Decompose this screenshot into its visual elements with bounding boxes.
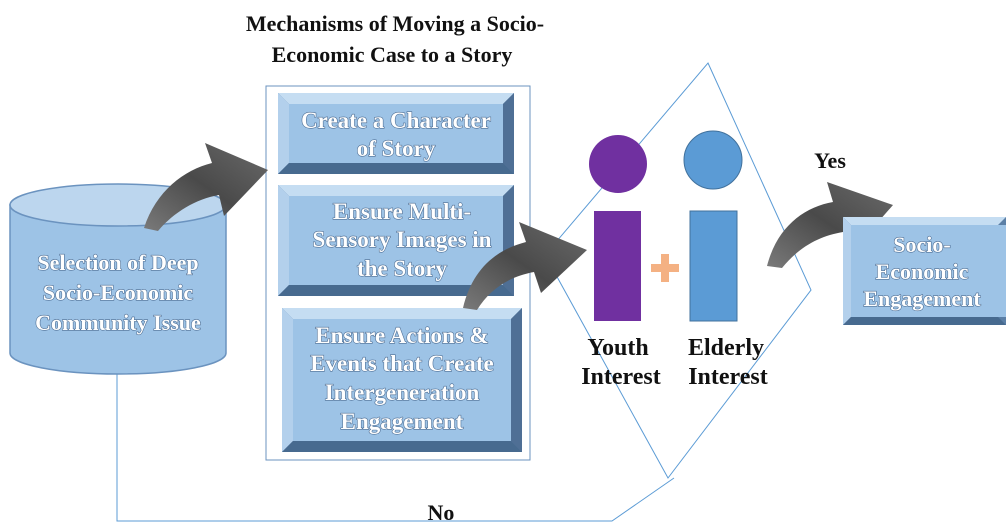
mechanism-2-line-1: Ensure Multi-	[333, 199, 471, 224]
mechanism-3-line-1: Ensure Actions &	[315, 323, 488, 348]
mechanism-1-line-2: of Story	[357, 136, 436, 161]
elderly-label-line-1: Elderly	[688, 335, 764, 361]
output-line-2: Economic	[876, 259, 969, 284]
curved-arrow-to-engagement	[767, 182, 893, 268]
curved-arrow-to-mechanisms	[144, 143, 268, 231]
diagram-title: Mechanisms of Moving a Socio- Economic C…	[246, 11, 544, 67]
youth-figure	[589, 135, 647, 321]
source-line-1: Selection of Deep	[37, 250, 198, 275]
youth-body	[594, 211, 641, 321]
source-line-3: Community Issue	[35, 310, 201, 335]
mechanism-box-character: Create a Character of Story	[278, 93, 514, 174]
elderly-body	[689, 210, 738, 322]
title-line-2: Economic Case to a Story	[272, 42, 513, 67]
curved-arrow-to-interest	[463, 222, 587, 310]
no-feedback-line	[116, 365, 675, 522]
mechanism-2-line-2: Sensory Images in	[313, 227, 492, 252]
elderly-head	[683, 130, 743, 190]
output-line-1: Socio-	[893, 232, 950, 257]
output-line-3: Engagement	[863, 286, 981, 311]
mechanism-3-line-3: Intergeneration	[325, 380, 480, 405]
no-label: No	[428, 500, 455, 525]
title-line-1: Mechanisms of Moving a Socio-	[246, 11, 544, 36]
mechanism-3-line-2: Events that Create	[310, 351, 494, 376]
youth-head	[589, 135, 647, 193]
plus-icon	[651, 254, 679, 282]
mechanism-3-line-4: Engagement	[341, 409, 464, 434]
mechanism-2-line-3: the Story	[357, 256, 448, 281]
mechanism-box-sensory: Ensure Multi- Sensory Images in the Stor…	[278, 185, 514, 296]
source-line-2: Socio-Economic	[43, 280, 194, 305]
elderly-figure	[683, 130, 743, 322]
mechanism-1-line-1: Create a Character	[301, 108, 491, 133]
youth-label-line-1: Youth	[587, 335, 648, 361]
mechanism-box-actions: Ensure Actions & Events that Create Inte…	[282, 308, 522, 452]
elderly-label-line-2: Interest	[688, 364, 768, 390]
source-cylinder: Selection of Deep Socio-Economic Communi…	[9, 183, 227, 375]
youth-label-line-2: Interest	[581, 364, 661, 390]
engagement-output-box: Socio- Economic Engagement	[843, 217, 1006, 325]
decision-diamond	[544, 62, 812, 479]
yes-label: Yes	[814, 148, 846, 173]
